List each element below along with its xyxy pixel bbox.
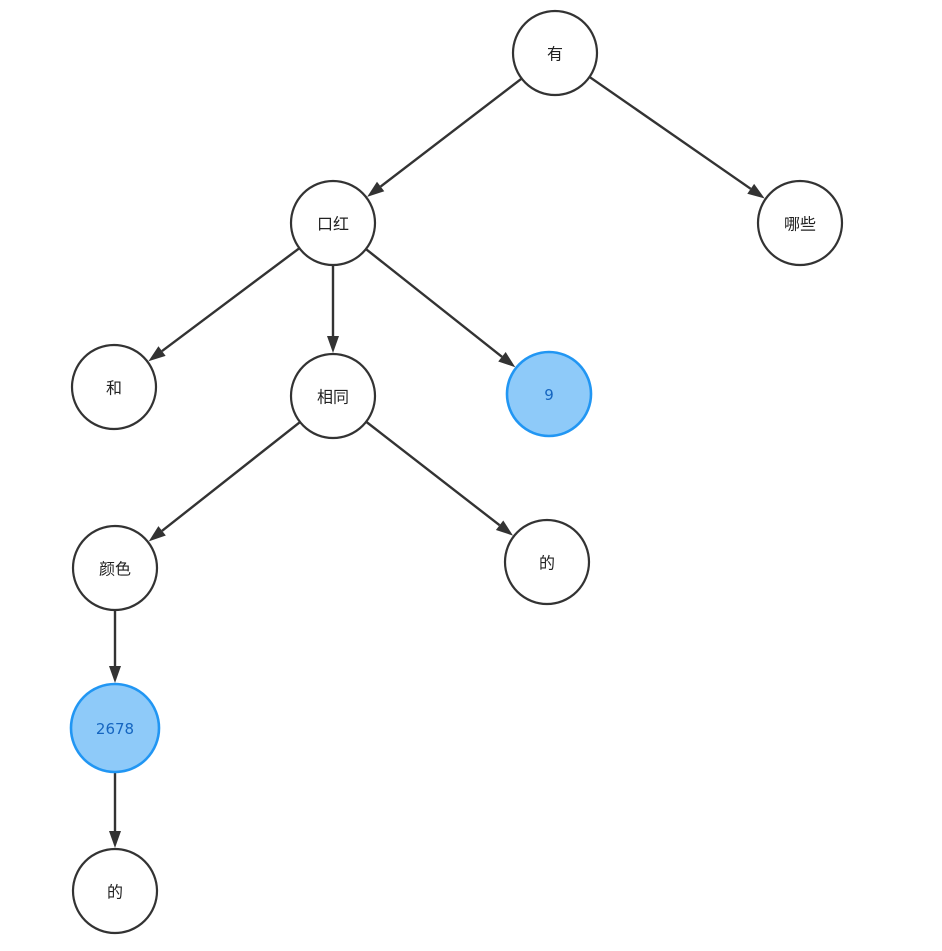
node-circle[interactable] — [511, 9, 599, 97]
edge-n1-to-n5 — [365, 248, 516, 368]
edge-n8-to-n9 — [109, 772, 121, 848]
node-label: 9 — [544, 386, 554, 404]
tree-node[interactable]: 颜色 — [71, 524, 159, 612]
arrowhead-icon — [109, 831, 121, 848]
edges-layer — [109, 75, 765, 848]
arrowhead-icon — [148, 346, 166, 362]
node-circle[interactable] — [71, 524, 159, 612]
tree-node[interactable]: 口红 — [289, 179, 377, 267]
node-label: 哪些 — [784, 215, 816, 234]
arrowhead-icon — [327, 336, 339, 353]
edge-n1-to-n3 — [148, 247, 301, 362]
arrowhead-icon — [367, 181, 385, 197]
tree-node[interactable]: 相同 — [289, 352, 377, 440]
edge-n4-to-n6 — [148, 421, 301, 542]
node-circle-highlighted[interactable] — [505, 350, 593, 438]
tree-node[interactable]: 2678 — [69, 682, 161, 774]
node-label: 的 — [539, 554, 555, 573]
arrowhead-icon — [495, 520, 514, 536]
node-circle[interactable] — [71, 847, 159, 935]
tree-node[interactable]: 9 — [505, 350, 593, 438]
node-label: 和 — [106, 379, 122, 398]
tree-node[interactable]: 的 — [503, 518, 591, 606]
arrowhead-icon — [747, 183, 765, 199]
tree-node[interactable]: 和 — [70, 343, 158, 431]
arrowhead-icon — [498, 352, 516, 368]
node-circle-highlighted[interactable] — [69, 682, 161, 774]
edge-n1-to-n4 — [327, 265, 339, 353]
node-label: 2678 — [96, 720, 134, 738]
node-label: 颜色 — [99, 560, 131, 579]
node-circle[interactable] — [289, 352, 377, 440]
node-label: 有 — [547, 45, 563, 64]
node-circle[interactable] — [289, 179, 377, 267]
edge-n4-to-n7 — [365, 420, 514, 536]
node-label: 相同 — [317, 388, 349, 407]
node-label: 口红 — [317, 215, 349, 234]
tree-node[interactable]: 有 — [511, 9, 599, 97]
arrowhead-icon — [148, 526, 166, 542]
edge-n0-to-n2 — [588, 75, 765, 199]
edge-n6-to-n8 — [109, 610, 121, 683]
node-circle[interactable] — [503, 518, 591, 606]
node-label: 的 — [107, 883, 123, 902]
node-circle[interactable] — [70, 343, 158, 431]
node-circle[interactable] — [756, 179, 844, 267]
arrowhead-icon — [109, 666, 121, 683]
tree-node[interactable]: 的 — [71, 847, 159, 935]
edge-n0-to-n1 — [367, 77, 523, 197]
tree-node[interactable]: 哪些 — [756, 179, 844, 267]
